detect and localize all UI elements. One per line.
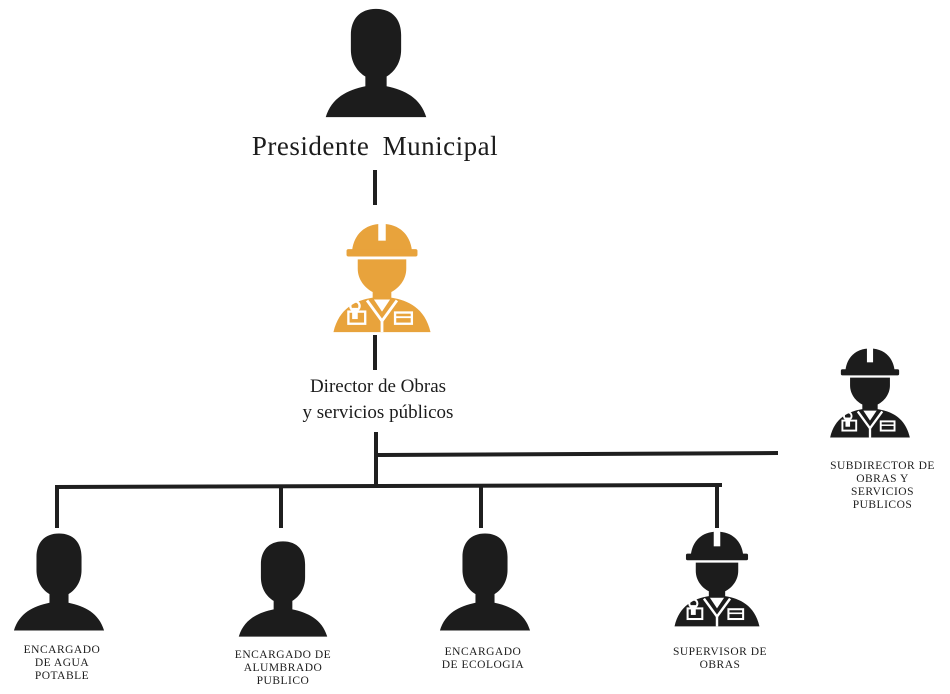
- ecologia-label: ENCARGADO DE ECOLOGIA: [418, 646, 548, 672]
- supervisor-label-line-1: SUPERVISOR DE: [672, 646, 768, 658]
- alumbrado-label: ENCARGADO DE ALUMBRADO PUBLICO: [213, 649, 353, 688]
- subdirector-label-line-1: SUBDIRECTOR DE: [830, 460, 935, 472]
- director-label-line-2: y servicios públicos: [302, 402, 454, 423]
- alumbrado-person-icon: [238, 541, 328, 637]
- subdirector-label-line-4: PUBLICOS: [852, 499, 913, 511]
- subdirector-worker-icon: [828, 345, 912, 439]
- director-label: Director de Obras y servicios públicos: [228, 374, 528, 426]
- subdirector-label: SUBDIRECTOR DE OBRAS Y SERVICIOS PUBLICO…: [815, 460, 950, 512]
- director-label-line-1: Director de Obras: [309, 376, 447, 397]
- agua-label-line-2: DE AGUA: [34, 657, 90, 669]
- agua-label-line-1: ENCARGADO: [23, 644, 101, 656]
- president-label: Presidente Municipal: [251, 131, 499, 161]
- president-person-icon: [325, 8, 427, 118]
- supervisor-label-line-2: OBRAS: [699, 659, 741, 671]
- alumbrado-label-line-1: ENCARGADO DE: [234, 649, 332, 661]
- connector-main-bar: [54, 483, 723, 489]
- agua-label-line-3: POTABLE: [34, 670, 90, 682]
- supervisor-worker-icon: [673, 528, 761, 628]
- connector-subdirector-branch: [375, 451, 779, 457]
- ecologia-person-icon: [439, 533, 531, 631]
- alumbrado-label-line-3: PUBLICO: [256, 675, 310, 687]
- supervisor-label: SUPERVISOR DE OBRAS: [655, 646, 785, 672]
- agua-label: ENCARGADO DE AGUA POTABLE: [2, 644, 122, 683]
- connector-lines: [54, 170, 779, 528]
- subdirector-label-line-3: SERVICIOS: [850, 486, 914, 498]
- subdirector-label-line-2: OBRAS Y: [856, 473, 909, 485]
- director-worker-icon: [332, 222, 432, 334]
- ecologia-label-line-1: ENCARGADO: [444, 646, 522, 658]
- agua-person-icon: [13, 533, 105, 631]
- ecologia-label-line-2: DE ECOLOGIA: [441, 659, 525, 671]
- alumbrado-label-line-2: ALUMBRADO: [243, 662, 323, 674]
